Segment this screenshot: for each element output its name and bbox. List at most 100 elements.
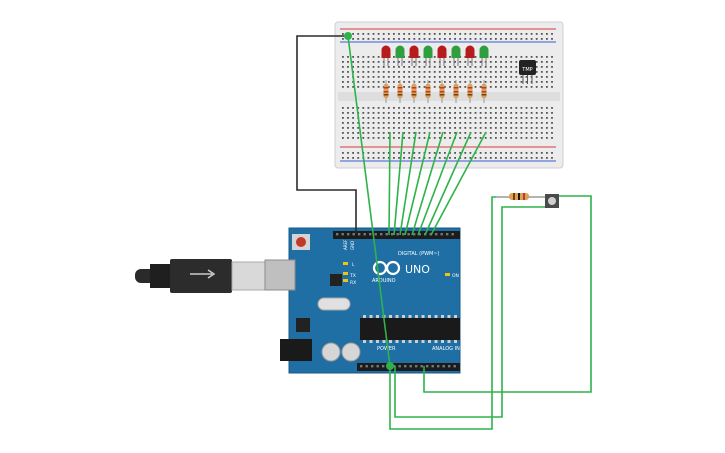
breadboard-hole[interactable] <box>510 86 513 88</box>
breadboard-hole[interactable] <box>495 107 497 109</box>
breadboard-hole[interactable] <box>515 86 518 88</box>
breadboard-hole[interactable] <box>540 71 543 73</box>
breadboard-hole[interactable] <box>535 33 538 35</box>
breadboard-hole[interactable] <box>362 127 365 129</box>
breadboard-hole[interactable] <box>520 127 523 129</box>
header-pin[interactable] <box>453 365 456 368</box>
breadboard-hole[interactable] <box>546 117 548 119</box>
breadboard-hole[interactable] <box>530 137 533 139</box>
breadboard-hole[interactable] <box>367 86 370 88</box>
breadboard-hole[interactable] <box>372 71 375 73</box>
breadboard-hole[interactable] <box>428 33 431 35</box>
breadboard-hole[interactable] <box>500 33 502 35</box>
breadboard-hole[interactable] <box>474 107 477 109</box>
led-signal-wire[interactable] <box>424 131 472 236</box>
breadboard-hole[interactable] <box>479 107 482 109</box>
breadboard-hole[interactable] <box>398 117 400 119</box>
breadboard-hole[interactable] <box>530 132 533 134</box>
breadboard-hole[interactable] <box>535 117 538 119</box>
breadboard-hole[interactable] <box>479 117 482 119</box>
breadboard-hole[interactable] <box>444 122 446 124</box>
breadboard-hole[interactable] <box>433 127 436 129</box>
breadboard-hole[interactable] <box>408 66 411 68</box>
breadboard-hole[interactable] <box>413 112 416 114</box>
breadboard-hole[interactable] <box>449 81 451 83</box>
breadboard-hole[interactable] <box>464 127 467 129</box>
breadboard-hole[interactable] <box>367 112 370 114</box>
breadboard-hole[interactable] <box>520 112 523 114</box>
breadboard-hole[interactable] <box>479 33 482 35</box>
breadboard-hole[interactable] <box>367 61 370 63</box>
breadboard-hole[interactable] <box>342 76 344 78</box>
breadboard-hole[interactable] <box>372 122 375 124</box>
pushbutton-assembly[interactable] <box>496 193 559 208</box>
header-pin[interactable] <box>347 233 350 236</box>
breadboard-hole[interactable] <box>479 86 482 88</box>
breadboard-hole[interactable] <box>408 86 411 88</box>
breadboard-hole[interactable] <box>428 117 431 119</box>
breadboard-hole[interactable] <box>510 112 513 114</box>
breadboard-hole[interactable] <box>540 137 543 139</box>
breadboard-hole[interactable] <box>459 127 462 129</box>
breadboard-hole[interactable] <box>459 117 462 119</box>
breadboard-hole[interactable] <box>546 112 548 114</box>
breadboard-hole[interactable] <box>433 152 436 154</box>
breadboard-hole[interactable] <box>489 86 492 88</box>
breadboard-hole[interactable] <box>418 71 421 73</box>
breadboard-hole[interactable] <box>540 152 543 154</box>
breadboard-hole[interactable] <box>515 137 518 139</box>
breadboard-hole[interactable] <box>408 61 411 63</box>
breadboard-hole[interactable] <box>342 71 344 73</box>
breadboard-hole[interactable] <box>418 157 421 159</box>
breadboard-hole[interactable] <box>469 122 472 124</box>
breadboard-hole[interactable] <box>551 107 553 109</box>
breadboard-hole[interactable] <box>474 127 477 129</box>
breadboard-hole[interactable] <box>438 132 441 134</box>
breadboard-hole[interactable] <box>377 86 380 88</box>
breadboard-hole[interactable] <box>449 66 451 68</box>
ground-wire[interactable] <box>296 35 357 233</box>
breadboard-hole[interactable] <box>347 66 349 68</box>
breadboard-hole[interactable] <box>382 112 385 114</box>
breadboard-hole[interactable] <box>530 107 533 109</box>
breadboard-hole[interactable] <box>535 66 538 68</box>
breadboard-hole[interactable] <box>546 61 548 63</box>
header-pin[interactable] <box>376 365 379 368</box>
breadboard-hole[interactable] <box>546 86 548 88</box>
breadboard-hole[interactable] <box>438 112 441 114</box>
breadboard-hole[interactable] <box>433 56 436 58</box>
breadboard-hole[interactable] <box>362 38 365 40</box>
breadboard-hole[interactable] <box>408 132 411 134</box>
breadboard-hole[interactable] <box>357 81 360 83</box>
breadboard-hole[interactable] <box>474 56 477 58</box>
red-led[interactable] <box>437 45 447 58</box>
breadboard-hole[interactable] <box>515 107 518 109</box>
breadboard-hole[interactable] <box>413 152 416 154</box>
red-led[interactable] <box>465 45 475 58</box>
breadboard-hole[interactable] <box>352 56 354 58</box>
breadboard-hole[interactable] <box>459 38 462 40</box>
header-pin[interactable] <box>440 233 443 236</box>
breadboard-hole[interactable] <box>372 66 375 68</box>
breadboard-hole[interactable] <box>377 76 380 78</box>
breadboard-hole[interactable] <box>484 81 487 83</box>
breadboard-hole[interactable] <box>535 56 538 58</box>
breadboard-hole[interactable] <box>393 127 395 129</box>
breadboard-hole[interactable] <box>449 61 451 63</box>
header-pin[interactable] <box>360 365 363 368</box>
breadboard-hole[interactable] <box>454 127 456 129</box>
breadboard-hole[interactable] <box>367 152 370 154</box>
breadboard-hole[interactable] <box>459 66 462 68</box>
breadboard-hole[interactable] <box>449 38 451 40</box>
breadboard-hole[interactable] <box>362 86 365 88</box>
breadboard-hole[interactable] <box>535 137 538 139</box>
breadboard-hole[interactable] <box>489 76 492 78</box>
breadboard-hole[interactable] <box>377 33 380 35</box>
breadboard-hole[interactable] <box>484 38 487 40</box>
breadboard-hole[interactable] <box>464 117 467 119</box>
breadboard-hole[interactable] <box>484 66 487 68</box>
breadboard-hole[interactable] <box>433 86 436 88</box>
breadboard-hole[interactable] <box>438 38 441 40</box>
led-signal-wires[interactable] <box>388 131 487 236</box>
breadboard-hole[interactable] <box>387 127 390 129</box>
